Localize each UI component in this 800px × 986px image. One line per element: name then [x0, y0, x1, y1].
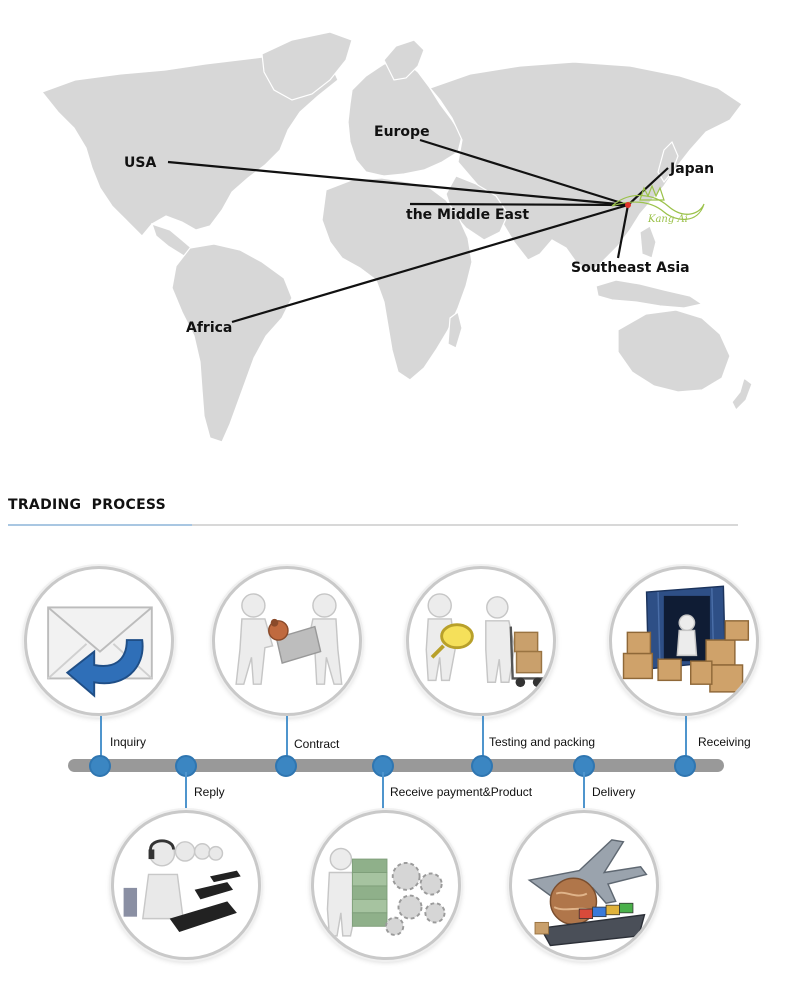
step-receiving-stem [685, 716, 687, 760]
step-inquiry-label: Inquiry [110, 735, 147, 749]
step-delivery-label: Delivery [592, 785, 636, 799]
inspection-icon [425, 593, 544, 688]
step-testing-image [406, 566, 556, 716]
container-boxes-icon [622, 585, 750, 693]
north-america [41, 51, 339, 237]
envelope-arrow-icon [47, 606, 153, 698]
new-zealand [731, 376, 753, 412]
label-japan: Japan [669, 161, 714, 177]
route-africa [231, 203, 629, 324]
money-gears-icon [326, 847, 446, 937]
africa [321, 177, 473, 381]
call-center-icon [123, 839, 241, 933]
middle-east [445, 175, 509, 241]
step-inquiry-stem [100, 716, 102, 760]
route-usa [167, 160, 629, 207]
step-testing-label: Testing and packing [489, 735, 596, 749]
asia [428, 61, 743, 273]
label-middle-east: the Middle East [406, 207, 529, 223]
step-payment-label: Receive payment&Product [390, 785, 533, 799]
handshake-contract-icon [235, 593, 343, 685]
madagascar [447, 310, 463, 349]
route-japan [627, 167, 669, 206]
step-reply-label: Reply [194, 785, 225, 799]
step-contract-stem [286, 716, 288, 760]
route-southeast-asia [616, 204, 630, 259]
route-middle-east [409, 202, 629, 207]
step-receiving-node [674, 755, 696, 777]
route-europe [419, 138, 629, 207]
step-inquiry-image [24, 566, 174, 716]
trade-routes [167, 138, 669, 324]
south-america [171, 243, 293, 443]
label-europe: Europe [374, 124, 430, 140]
step-contract-node [275, 755, 297, 777]
company-logo: Kang Ai [611, 184, 705, 225]
step-receiving-image [609, 566, 759, 716]
label-southeast-asia: Southeast Asia [571, 260, 690, 276]
scandinavia [383, 39, 425, 81]
step-testing-node [471, 755, 493, 777]
logo-text: Kang Ai [647, 214, 688, 225]
step-contract-image [212, 566, 362, 716]
step-delivery-stem [583, 772, 585, 812]
label-usa: USA [124, 155, 156, 171]
airplane-ship-icon [527, 839, 648, 947]
greenland [261, 31, 353, 101]
label-africa: Africa [186, 320, 232, 336]
continents [41, 31, 753, 443]
step-testing-stem [482, 716, 484, 760]
section-title: TRADING PROCESS [8, 497, 167, 513]
australia [617, 309, 731, 393]
step-contract-label: Contract [294, 737, 340, 751]
world-map: Kang Ai USA Europe Japan the Middle East… [41, 31, 753, 443]
indonesia [595, 279, 704, 309]
philippines [639, 225, 657, 259]
step-payment-stem [382, 772, 384, 812]
step-delivery-image [509, 810, 659, 960]
hub-marker [625, 202, 631, 208]
timeline-bar [68, 759, 724, 772]
step-receiving-label: Receiving [698, 735, 751, 749]
title-divider [8, 524, 738, 526]
step-reply-stem [185, 772, 187, 812]
title-divider-accent [8, 524, 192, 526]
step-inquiry-node [89, 755, 111, 777]
step-reply-image [111, 810, 261, 960]
step-payment-image [311, 810, 461, 960]
